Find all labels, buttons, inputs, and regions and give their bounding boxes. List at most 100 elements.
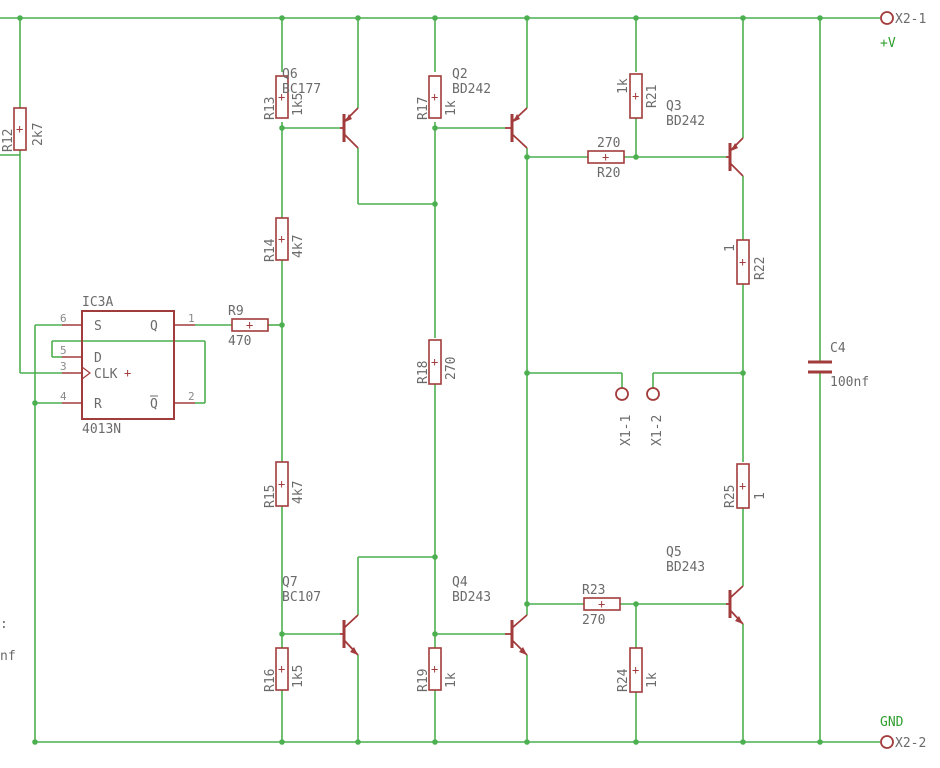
svg-text:+: + (632, 89, 639, 103)
junctions (17, 15, 823, 745)
r9-name: R9 (228, 304, 244, 319)
ic-part: 4013N (82, 422, 121, 437)
q6-name: Q6 (282, 67, 298, 82)
transistor-q7: Q7 BC107 (282, 575, 359, 656)
resistor-r15: + R15 4k7 (263, 461, 306, 508)
q2-type: BD242 (452, 82, 491, 97)
label-q: Q (150, 319, 158, 334)
svg-text:+: + (598, 597, 605, 611)
connector-x2-1: X2-1 +V (880, 11, 926, 51)
q4-type: BD243 (452, 590, 491, 605)
r21-name: R21 (645, 85, 660, 108)
resistor-r21: + 1k R21 (616, 73, 660, 119)
label-r: R (94, 397, 102, 412)
svg-text:+: + (278, 477, 285, 491)
ic-name: IC3A (82, 295, 113, 310)
connector-x2-2: X2-2 GND (880, 715, 926, 751)
q3-name: Q3 (666, 99, 682, 114)
r12-name: R12 (1, 129, 16, 152)
r23-name: R23 (582, 583, 605, 598)
r16-value: 1k5 (291, 665, 306, 688)
q6-type: BC177 (282, 82, 321, 97)
ic-4013: 6 5 3 4 1 2 S D CLK + R Q Q IC3A 4013N (60, 295, 195, 437)
q5-type: BD243 (666, 560, 705, 575)
resistor-r12: + R12 2k7 (1, 107, 46, 152)
q4-name: Q4 (452, 575, 468, 590)
r22-name: R22 (753, 257, 768, 280)
resistor-r16: + R16 1k5 (263, 647, 306, 692)
svg-text:+: + (602, 150, 609, 164)
q7-type: BC107 (282, 590, 321, 605)
svg-text:+: + (124, 366, 131, 380)
r17-name: R17 (416, 97, 431, 120)
pin-2: 2 (188, 390, 195, 403)
resistor-r14: + R14 4k7 (263, 217, 306, 262)
x2-1-label: X2-1 (895, 12, 926, 27)
q2-name: Q2 (452, 67, 468, 82)
r22-value: 1 (723, 244, 738, 252)
resistor-r23: + R23 270 (582, 583, 621, 628)
connector-x1-2: X1-2 (646, 387, 665, 446)
r20-name: R20 (597, 166, 620, 181)
svg-text:+: + (431, 90, 438, 104)
r25-value: 1 (753, 492, 768, 500)
svg-text:+: + (278, 90, 285, 104)
r25-name: R25 (723, 485, 738, 508)
pin-4: 4 (60, 390, 67, 403)
r13-value: 1k5 (291, 93, 306, 116)
transistor-q5: Q5 BD243 (666, 545, 744, 625)
capacitor-c4: C4 100nf (808, 341, 869, 390)
r19-value: 1k (444, 672, 459, 688)
resistor-r22: + 1 R22 (723, 239, 768, 285)
edge-text-top: : (0, 617, 8, 632)
supply-label: +V (880, 36, 896, 51)
connector-x1-1: X1-1 (615, 387, 634, 446)
svg-text:+: + (16, 122, 23, 136)
r14-value: 4k7 (291, 235, 306, 258)
label-d: D (94, 351, 102, 366)
r24-value: 1k (645, 672, 660, 688)
resistor-r18: + R18 270 (416, 339, 459, 385)
resistor-r13: + R13 1k5 (263, 75, 306, 120)
svg-text:+: + (431, 662, 438, 676)
resistor-r20: + 270 R20 (587, 136, 625, 181)
resistor-r24: + R24 1k (616, 647, 660, 693)
r18-value: 270 (444, 357, 459, 380)
r21-value: 1k (616, 78, 631, 94)
q7-name: Q7 (282, 575, 298, 590)
label-clk: CLK (94, 367, 118, 382)
svg-text:+: + (278, 662, 285, 676)
c4-value: 100nf (830, 375, 869, 390)
svg-text:+: + (632, 663, 639, 677)
x2-2-label: X2-2 (895, 736, 926, 751)
transistor-q3: Q3 BD242 (666, 99, 744, 177)
pin-3: 3 (60, 360, 67, 373)
transistor-q4: Q4 BD243 (452, 575, 528, 656)
label-qbar: Q (150, 397, 158, 412)
svg-text:+: + (431, 355, 438, 369)
pin-6: 6 (60, 312, 67, 325)
svg-text:+: + (739, 479, 746, 493)
resistor-r9: + R9 470 (228, 304, 269, 349)
edge-text-bottom: nf (0, 649, 16, 664)
svg-text:+: + (278, 232, 285, 246)
transistor-q6: Q6 BC177 (282, 67, 359, 149)
pin-5: 5 (60, 344, 67, 357)
r16-name: R16 (263, 669, 278, 692)
r14-name: R14 (263, 238, 278, 262)
r20-value: 270 (597, 136, 620, 151)
r15-value: 4k7 (291, 481, 306, 504)
r9-value: 470 (228, 334, 251, 349)
r19-name: R19 (416, 669, 431, 692)
r17-value: 1k (444, 100, 459, 116)
transistor-q2: Q2 BD242 (452, 67, 528, 149)
resistor-r17: + R17 1k (416, 75, 459, 120)
r12-value: 2k7 (31, 123, 46, 146)
ground-label: GND (880, 715, 904, 730)
resistor-r19: + R19 1k (416, 647, 459, 692)
r15-name: R15 (263, 485, 278, 508)
svg-text:+: + (246, 318, 253, 332)
r23-value: 270 (582, 613, 605, 628)
x1-1-label: X1-1 (619, 415, 634, 446)
